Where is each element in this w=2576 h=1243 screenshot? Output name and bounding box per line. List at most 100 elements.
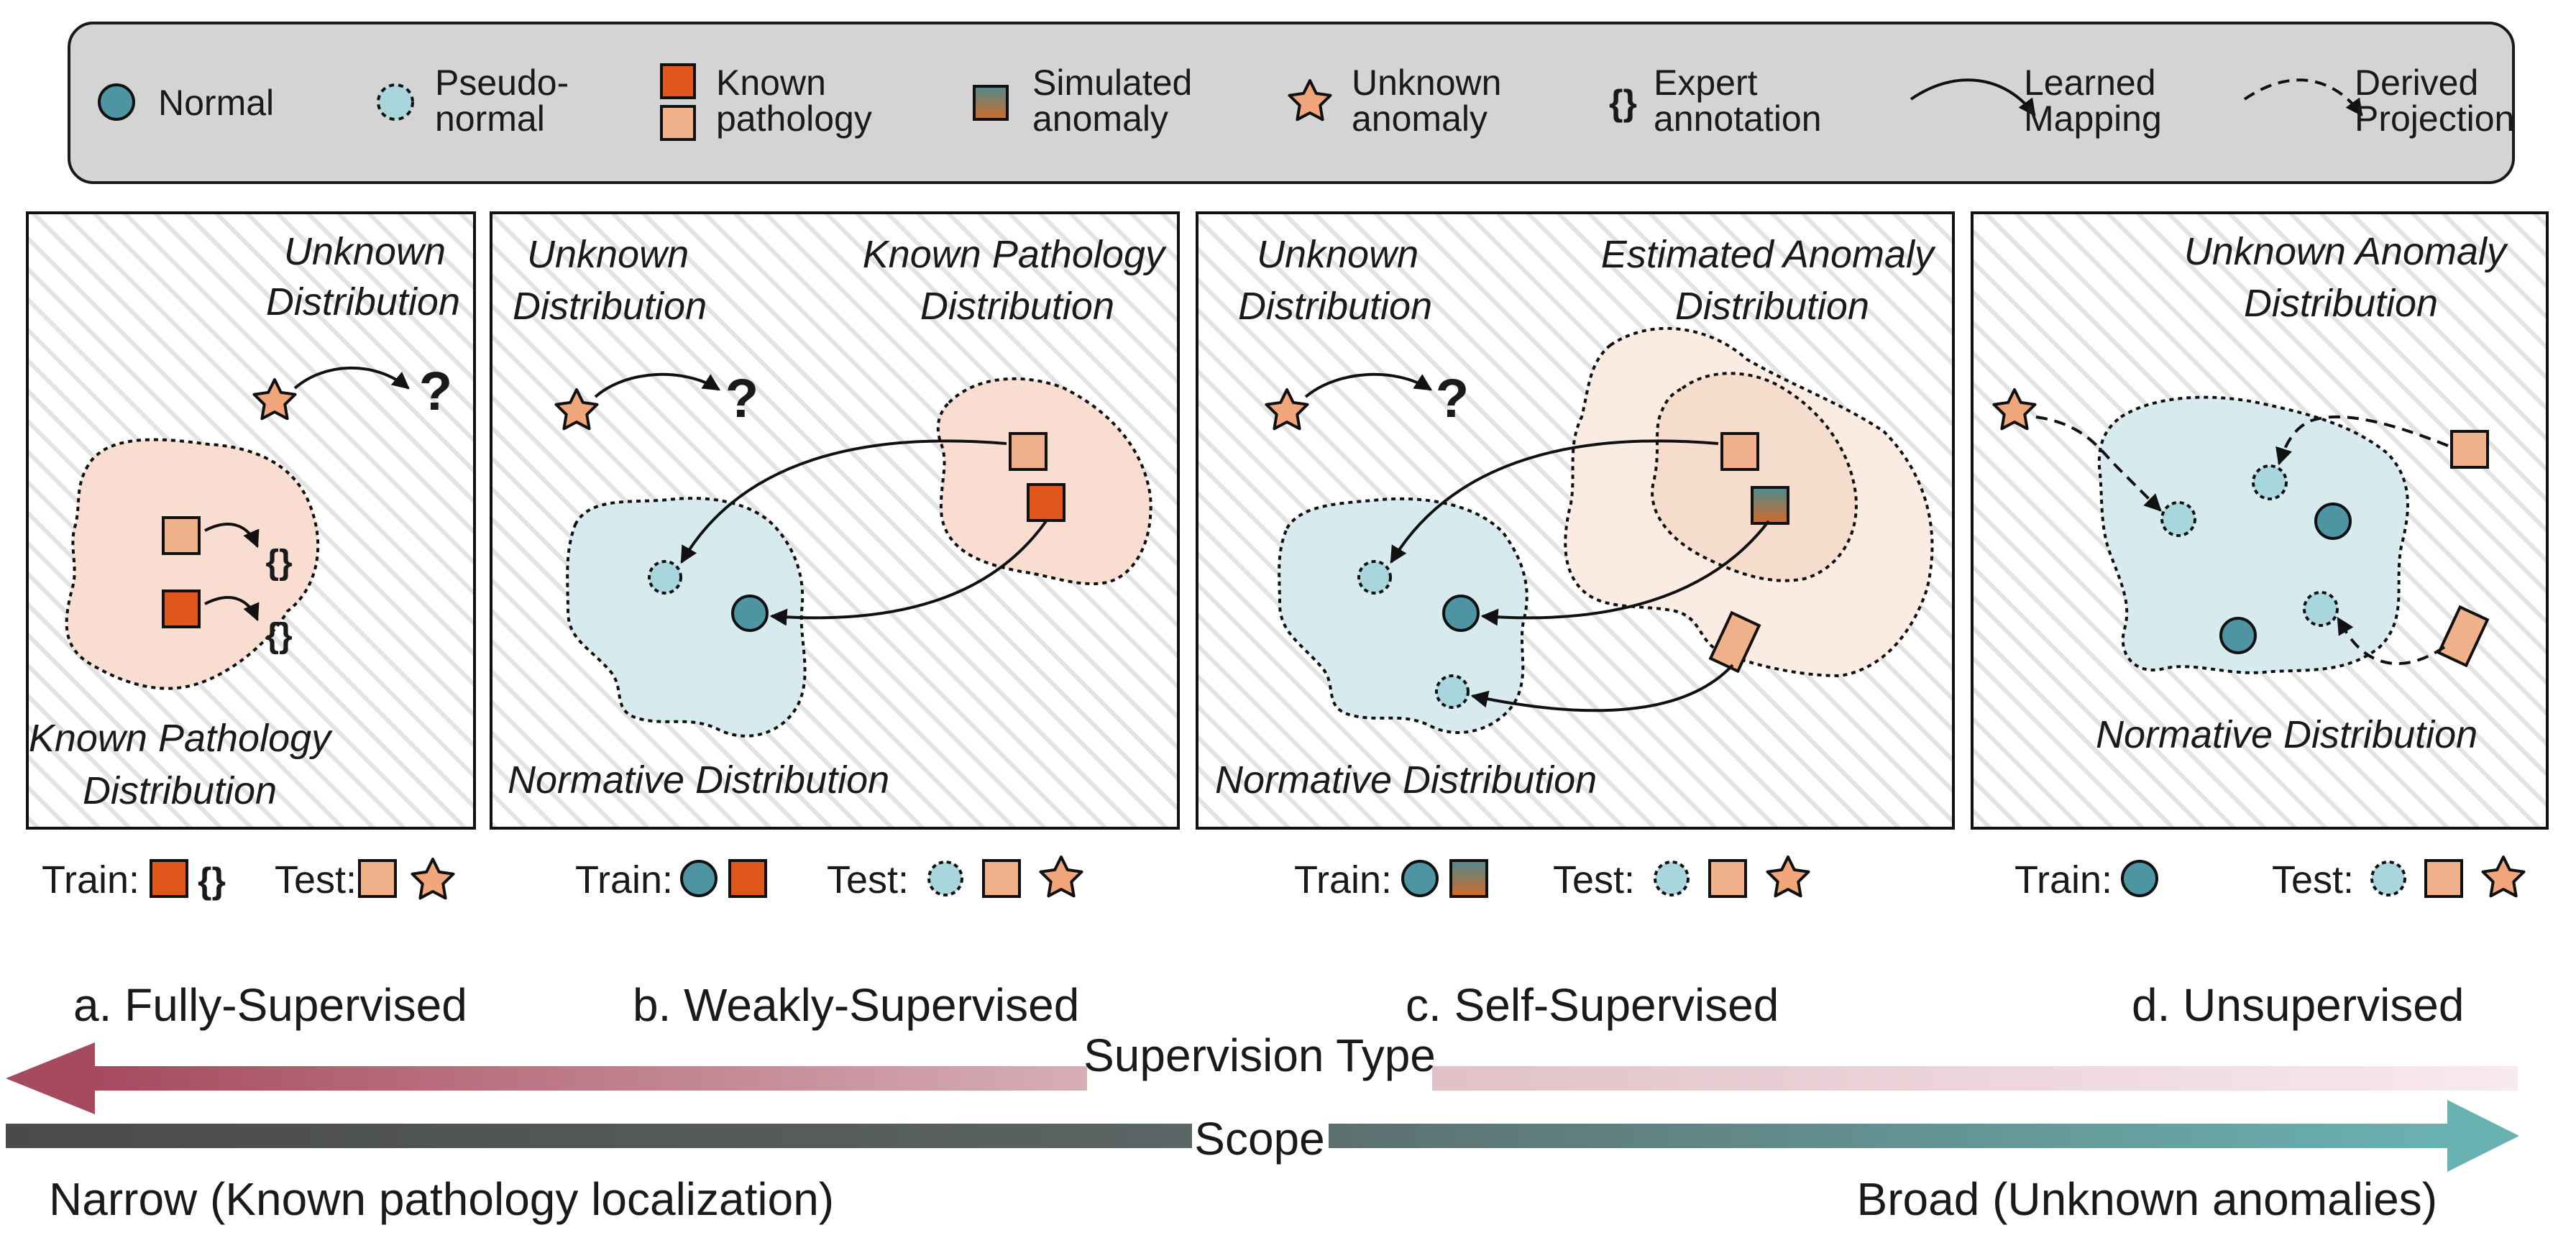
pseudo-normal-marker xyxy=(1357,560,1392,595)
known-light-marker xyxy=(358,859,397,898)
scope-label-bg xyxy=(1192,1113,1329,1166)
pseudo-normal-marker xyxy=(1654,861,1690,896)
known-pathology-region xyxy=(65,438,320,690)
known-light-marker xyxy=(982,859,1021,898)
test-label: Test: xyxy=(827,858,909,902)
supervision-type-axis: Supervision Type xyxy=(6,1029,2518,1114)
learned-mapping-arrow xyxy=(293,366,410,390)
known-dist-label-1: Known Pathology xyxy=(863,233,1167,276)
legend-known-label-2: pathology xyxy=(716,98,872,139)
unknown-dist-label-1: Unknown Anomaly xyxy=(2184,230,2508,273)
learned-mapping-arrow xyxy=(1390,439,1719,564)
legend-known-label-1: Known xyxy=(716,63,826,103)
legend-expert-annotation: {} Expert annotation xyxy=(1609,63,1822,139)
legend-derived-label-1: Derived xyxy=(2355,63,2478,103)
normative-region xyxy=(566,497,807,738)
star-icon xyxy=(252,378,297,421)
legend-pseudo-label-2: normal xyxy=(435,98,545,139)
legend: Normal Pseudo- normal Known pathology Si… xyxy=(68,22,2515,184)
known-light-marker xyxy=(1009,432,1048,471)
brace-icon: {} xyxy=(265,543,292,582)
derived-projection-arrow xyxy=(2275,415,2449,466)
legend-unknown-label-1: Unknown xyxy=(1352,63,1501,103)
star-icon xyxy=(554,388,599,431)
legend-derived-projection: Derived Projection xyxy=(2243,63,2514,139)
unknown-dist-label-1: Unknown xyxy=(1257,233,1418,276)
normal-marker xyxy=(1442,595,1480,632)
known-light-marker xyxy=(2424,859,2463,898)
known-light-marker xyxy=(1708,610,1761,674)
known-dark-marker xyxy=(162,590,201,628)
legend-learned-label-2: Mapping xyxy=(2024,98,2162,139)
panel-b-train-test: Train: Test: xyxy=(575,856,1083,902)
known-light-marker xyxy=(2437,605,2490,668)
normal-marker xyxy=(731,595,769,632)
simulated-marker xyxy=(1751,486,1789,525)
normal-marker xyxy=(2314,503,2352,540)
normal-marker xyxy=(2121,860,2158,897)
supervision-label-bg xyxy=(1087,1041,1432,1096)
normative-region xyxy=(1278,497,1528,734)
known-light-marker xyxy=(2450,430,2489,469)
unknown-dist-label-2: Distribution xyxy=(1238,285,1432,328)
pseudo-normal-marker xyxy=(377,83,414,121)
legend-simulated-label-1: Simulated xyxy=(1032,63,1192,103)
known-light-marker xyxy=(1720,432,1759,471)
learned-mapping-arrow xyxy=(1470,664,1734,712)
train-label: Train: xyxy=(42,858,139,902)
scope-label: Scope xyxy=(1194,1113,1324,1165)
train-label: Train: xyxy=(2014,858,2112,902)
known-dark-marker xyxy=(1027,483,1065,522)
estimated-dist-label-1: Estimated Anomaly xyxy=(1601,233,1936,276)
pseudo-normal-marker xyxy=(2303,591,2339,627)
scope-axis: Scope Narrow (Known pathology localizati… xyxy=(6,1100,2519,1225)
supervision-type-label: Supervision Type xyxy=(1083,1029,1436,1081)
broad-scope-label: Broad (Unknown anomalies) xyxy=(1857,1173,2438,1225)
star-icon xyxy=(411,858,455,900)
question-icon: ? xyxy=(419,361,452,422)
question-icon: ? xyxy=(725,368,758,429)
legend-simulated-anomaly: Simulated anomaly xyxy=(973,63,1192,139)
normative-dist-label: Normative Distribution xyxy=(508,758,889,802)
paradigm-weakly-supervised: b. Weakly-Supervised xyxy=(633,979,1079,1031)
legend-expert-label-2: annotation xyxy=(1654,98,1822,139)
train-label: Train: xyxy=(575,858,673,902)
unknown-dist-label-2: Distribution xyxy=(513,285,707,328)
paradigm-unsupervised: d. Unsupervised xyxy=(2132,979,2464,1031)
legend-derived-label-2: Projection xyxy=(2355,98,2514,139)
known-light-marker xyxy=(1708,859,1747,898)
known-dark-marker xyxy=(660,63,696,99)
legend-unknown-label-2: anomaly xyxy=(1352,98,1488,139)
legend-normal-label: Normal xyxy=(158,83,274,123)
test-label: Test: xyxy=(1553,858,1635,902)
test-label: Test: xyxy=(2272,858,2354,902)
derived-projection-arrow xyxy=(2035,416,2162,512)
panel-self-supervised: Unknown Distribution Estimated Anomaly D… xyxy=(1196,211,1955,830)
derived-projection-arrow xyxy=(2337,616,2446,665)
learned-mapping-arrow xyxy=(680,439,1007,564)
star-icon xyxy=(2481,856,2526,898)
learned-mapping-arrow xyxy=(594,372,721,398)
learned-mapping-arrow xyxy=(204,523,260,549)
star-icon xyxy=(1992,388,2037,431)
learned-mapping-arrow xyxy=(1304,372,1433,398)
pseudo-normal-marker xyxy=(2160,501,2196,537)
brace-icon: {} xyxy=(198,861,226,901)
panel-d-train-test: Train: Test: xyxy=(2014,856,2526,902)
legend-normal: Normal xyxy=(98,83,274,123)
legend-expert-label-1: Expert xyxy=(1654,63,1758,103)
question-icon: ? xyxy=(1436,368,1469,429)
estimated-anomaly-region-inner xyxy=(1651,372,1858,582)
legend-pseudo-label-1: Pseudo- xyxy=(435,63,569,103)
legend-learned-mapping: Learned Mapping xyxy=(1910,63,2162,139)
narrow-scope-label: Narrow (Known pathology localization) xyxy=(49,1173,834,1225)
panel-a-train-test: Train: {} Test: xyxy=(42,858,455,902)
unknown-dist-label-1: Unknown xyxy=(284,230,446,273)
test-label: Test: xyxy=(275,858,357,902)
learned-mapping-arrow xyxy=(1480,520,1770,626)
panel-weakly-supervised: Unknown Distribution Known Pathology Dis… xyxy=(490,211,1180,830)
learned-mapping-arrow-icon xyxy=(1910,78,2036,116)
star-icon xyxy=(1039,856,1083,898)
pseudo-normal-marker xyxy=(2252,464,2288,500)
